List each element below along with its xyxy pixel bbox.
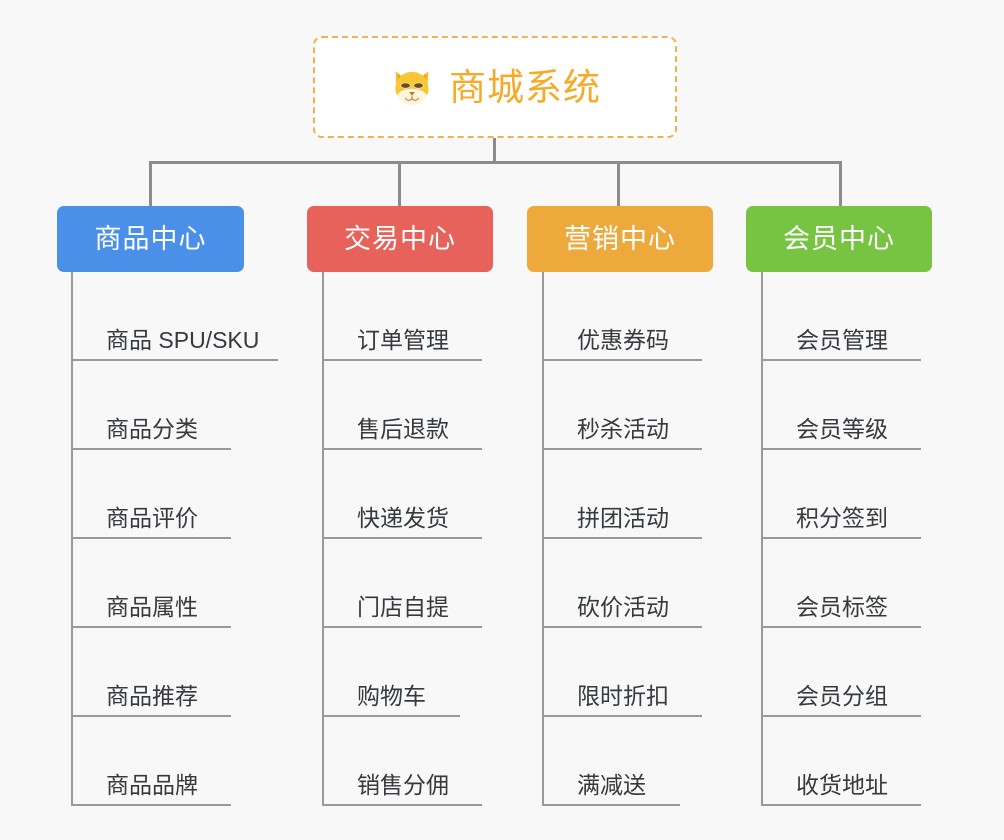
list-item-label: 拼团活动: [577, 504, 669, 531]
branch-label: 会员中心: [783, 223, 895, 254]
connector-drop-2: [398, 161, 401, 206]
column-trunk-line: [322, 272, 324, 806]
list-item-label: 满减送: [577, 771, 646, 798]
list-item[interactable]: 门店自提: [322, 539, 482, 628]
branch-header-1[interactable]: 商品中心: [57, 206, 244, 272]
list-item-label: 商品属性: [106, 593, 198, 620]
column-trunk-line: [71, 272, 73, 806]
list-item-label: 快递发货: [357, 504, 449, 531]
list-item[interactable]: 满减送: [542, 717, 680, 806]
list-item[interactable]: 会员标签: [761, 539, 921, 628]
connector-drop-3: [617, 161, 620, 206]
list-item[interactable]: 商品品牌: [71, 717, 231, 806]
branch-label: 交易中心: [344, 223, 456, 254]
list-item[interactable]: 砍价活动: [542, 539, 702, 628]
root-node[interactable]: 商城系统: [313, 36, 677, 138]
list-item-label: 秒杀活动: [577, 415, 669, 442]
branch-header-3[interactable]: 营销中心: [527, 206, 713, 272]
list-item[interactable]: 秒杀活动: [542, 361, 702, 450]
shiba-dog-face-icon: [395, 71, 429, 105]
list-item[interactable]: 限时折扣: [542, 628, 702, 717]
connector-drop-1: [149, 161, 152, 206]
list-item[interactable]: 商品 SPU/SKU: [71, 272, 278, 361]
list-item[interactable]: 售后退款: [322, 361, 482, 450]
list-item[interactable]: 优惠券码: [542, 272, 702, 361]
list-item-label: 商品分类: [106, 415, 198, 442]
list-item-label: 购物车: [357, 682, 426, 709]
list-item-label: 会员管理: [796, 326, 888, 353]
list-item-label: 订单管理: [357, 326, 449, 353]
list-item-label: 商品 SPU/SKU: [106, 326, 260, 353]
list-item[interactable]: 商品评价: [71, 450, 231, 539]
branch-header-4[interactable]: 会员中心: [746, 206, 932, 272]
list-item[interactable]: 商品属性: [71, 539, 231, 628]
list-item[interactable]: 拼团活动: [542, 450, 702, 539]
list-item-label: 商品评价: [106, 504, 198, 531]
list-item[interactable]: 购物车: [322, 628, 460, 717]
column-trunk-line: [542, 272, 544, 806]
list-item[interactable]: 积分签到: [761, 450, 921, 539]
list-item-label: 销售分佣: [357, 771, 449, 798]
connector-horizontal-bus: [149, 161, 842, 164]
list-item-label: 商品推荐: [106, 682, 198, 709]
list-item[interactable]: 商品推荐: [71, 628, 231, 717]
list-item-label: 会员标签: [796, 593, 888, 620]
list-item-label: 门店自提: [357, 593, 449, 620]
branch-label: 营销中心: [564, 223, 676, 254]
list-item-label: 优惠券码: [577, 326, 669, 353]
list-item-label: 积分签到: [796, 504, 888, 531]
list-item-label: 售后退款: [357, 415, 449, 442]
column-trunk-line: [761, 272, 763, 806]
list-item[interactable]: 销售分佣: [322, 717, 482, 806]
list-item[interactable]: 会员分组: [761, 628, 921, 717]
list-item-label: 会员等级: [796, 415, 888, 442]
branch-header-2[interactable]: 交易中心: [307, 206, 493, 272]
list-item-label: 会员分组: [796, 682, 888, 709]
list-item[interactable]: 会员等级: [761, 361, 921, 450]
connector-root-stem: [493, 138, 496, 164]
list-item[interactable]: 会员管理: [761, 272, 921, 361]
branch-label: 商品中心: [94, 223, 207, 254]
root-title: 商城系统: [449, 66, 601, 108]
list-item-label: 商品品牌: [106, 771, 198, 798]
connector-drop-4: [839, 161, 842, 206]
list-item-label: 限时折扣: [577, 682, 669, 709]
list-item[interactable]: 收货地址: [761, 717, 921, 806]
list-item[interactable]: 商品分类: [71, 361, 231, 450]
list-item-label: 砍价活动: [577, 593, 669, 620]
list-item[interactable]: 订单管理: [322, 272, 482, 361]
list-item[interactable]: 快递发货: [322, 450, 482, 539]
list-item-label: 收货地址: [796, 771, 888, 798]
